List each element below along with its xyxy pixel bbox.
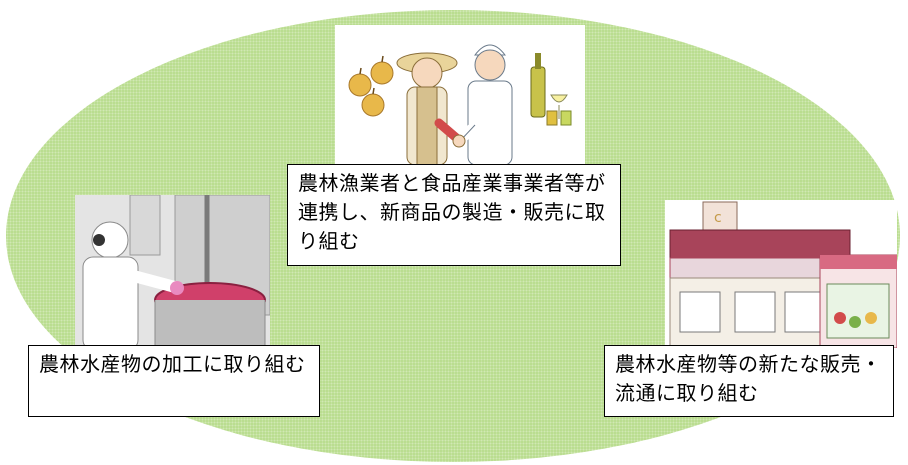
processing-worker-image (75, 195, 270, 350)
farm-store-image: ⅽ (665, 200, 897, 348)
farmer-figure (396, 52, 465, 165)
processing-illustration (75, 195, 270, 350)
handshake-illustration (335, 25, 585, 165)
caption-collaboration: 農林漁業者と食品産業事業者等が連携し、新商品の製造・販売に取り組む (287, 164, 621, 266)
food-worker-figure (452, 44, 513, 165)
caption-distribution-text: 農林水産物等の新たな販売・流通に取り組む (615, 352, 882, 405)
bottle-icon (530, 53, 572, 126)
caption-processing-text: 農林水産物の加工に取り組む (39, 352, 306, 376)
worker-figure (82, 221, 184, 350)
pear-icon (348, 55, 394, 117)
store-illustration: ⅽ (665, 200, 897, 348)
caption-distribution: 農林水産物等の新たな販売・流通に取り組む (604, 345, 894, 417)
handshake-image (348, 44, 572, 165)
caption-collaboration-text: 農林漁業者と食品産業事業者等が連携し、新商品の製造・販売に取り組む (298, 171, 606, 253)
svg-text:ⅽ: ⅽ (714, 210, 722, 226)
caption-processing: 農林水産物の加工に取り組む (28, 345, 320, 417)
